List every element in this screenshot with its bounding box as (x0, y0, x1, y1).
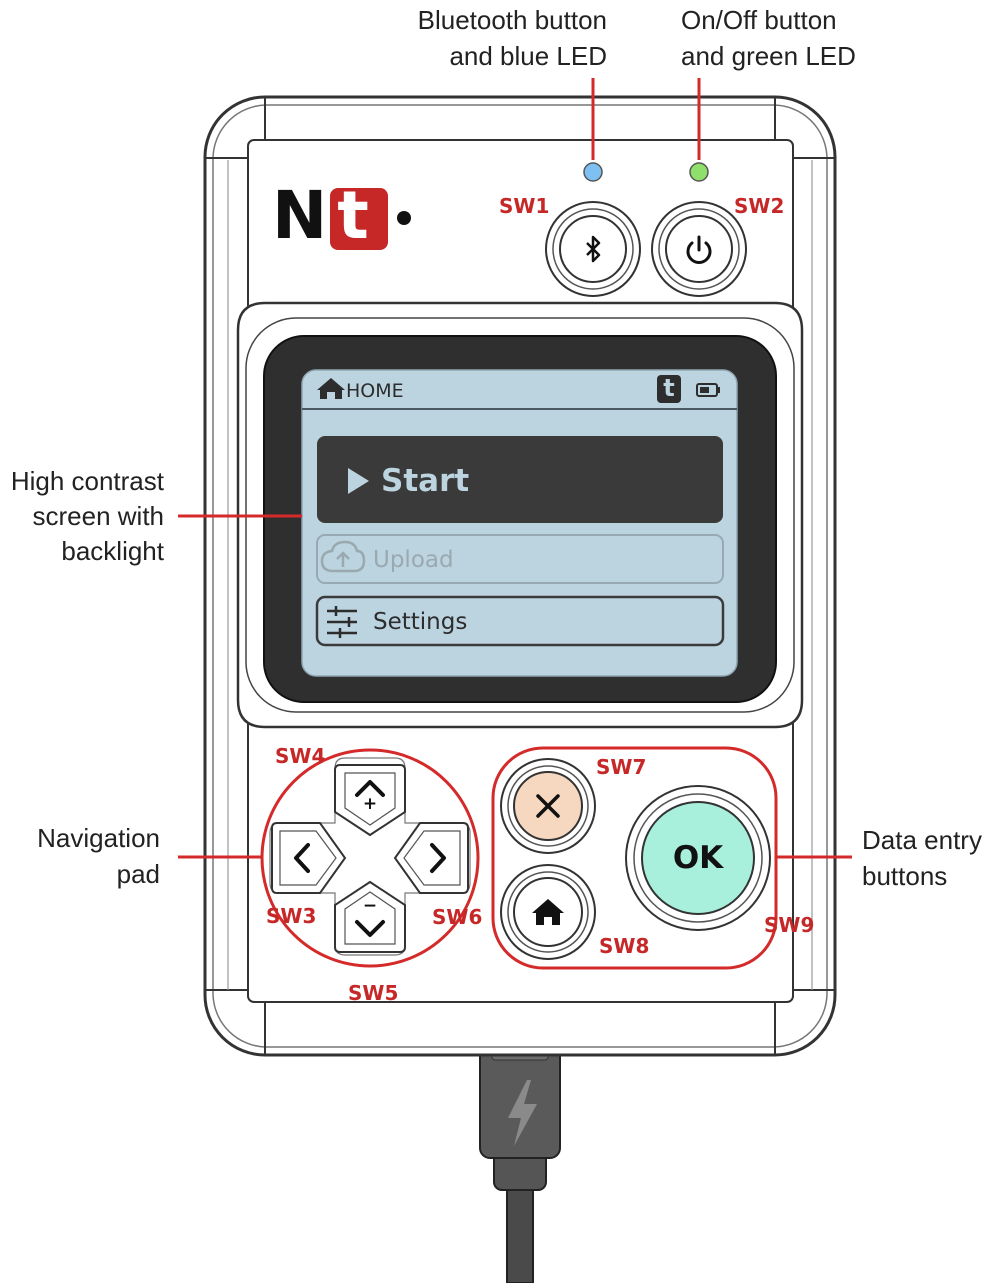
menu-item-settings-bg (315, 595, 725, 647)
bluetooth-callout-line2: and blue LED (449, 41, 607, 71)
badge-icon (657, 375, 681, 403)
home-button[interactable] (500, 864, 596, 960)
dataentry-callout: Data entry buttons (862, 822, 998, 894)
sw7-label: SW7 (596, 755, 647, 779)
sw5-label: SW5 (348, 981, 399, 1005)
nav-down-button[interactable] (334, 880, 406, 953)
bluetooth-callout-line1: Bluetooth button (417, 5, 607, 35)
usb-cable (479, 1039, 561, 1283)
annotations (178, 78, 852, 970)
logo (330, 188, 411, 250)
menu-item-start-bg (317, 436, 723, 523)
sw2-label: SW2 (734, 194, 785, 218)
lightning-icon (508, 1080, 537, 1146)
screen-header-badge: t (663, 374, 675, 402)
chevron-left-icon (294, 843, 310, 873)
sw6-label: SW6 (432, 905, 483, 929)
nav-up-button[interactable] (334, 764, 406, 837)
cloud-upload-icon (320, 540, 366, 573)
sw1-label: SW1 (499, 194, 550, 218)
bluetooth-button[interactable] (545, 201, 641, 297)
home-icon (317, 378, 345, 399)
sw9-label: SW9 (764, 913, 815, 937)
play-icon (348, 468, 369, 494)
nav-down-symbol: − (362, 896, 378, 916)
screen-callout-line2: screen with (32, 501, 165, 531)
chevron-up-icon (355, 780, 385, 797)
screen-header-title: HOME (346, 380, 404, 402)
home-button-icon (532, 899, 564, 925)
battery-icon (696, 383, 720, 397)
dataentry-callout-line1: Data entry (862, 825, 982, 855)
chevron-right-icon (430, 843, 446, 873)
screen-callout-line1: High contrast (10, 466, 164, 496)
onoff-callout: On/Off button and green LED (681, 2, 881, 74)
sliders-icon (327, 606, 357, 638)
cancel-button[interactable] (500, 758, 596, 854)
onoff-callout-line1: On/Off button (681, 5, 837, 35)
bluetooth-callout: Bluetooth button and blue LED (407, 2, 607, 74)
screen-display (301, 369, 738, 677)
sw4-label: SW4 (275, 744, 326, 768)
screen-callout-line3: backlight (61, 536, 164, 566)
navpad-callout-line2: pad (116, 859, 160, 889)
close-icon (536, 794, 560, 818)
navpad-callout: Navigation pad (0, 820, 160, 892)
bluetooth-icon (586, 235, 601, 263)
dataentry-callout-line2: buttons (862, 861, 948, 891)
sw3-label: SW3 (266, 904, 317, 928)
menu-item-start[interactable]: Start (381, 463, 470, 499)
ok-button[interactable] (625, 785, 771, 931)
menu-item-settings[interactable]: Settings (373, 609, 468, 635)
ok-button-label: OK (672, 840, 724, 876)
green-led (689, 162, 709, 182)
menu-item-upload[interactable]: Upload (373, 547, 454, 573)
nav-up-symbol: + (362, 794, 378, 814)
onoff-callout-line2: and green LED (681, 41, 856, 71)
sw8-label: SW8 (599, 934, 650, 958)
nav-left-button[interactable] (271, 822, 347, 894)
power-button[interactable] (651, 201, 747, 297)
menu-item-upload-bg (316, 534, 724, 584)
power-icon (686, 235, 712, 264)
nav-right-button[interactable] (393, 822, 469, 894)
screen-callout: High contrast screen with backlight (0, 464, 164, 569)
chevron-down-icon (355, 920, 385, 937)
blue-led (583, 162, 603, 182)
navpad-callout-line1: Navigation (37, 823, 160, 853)
